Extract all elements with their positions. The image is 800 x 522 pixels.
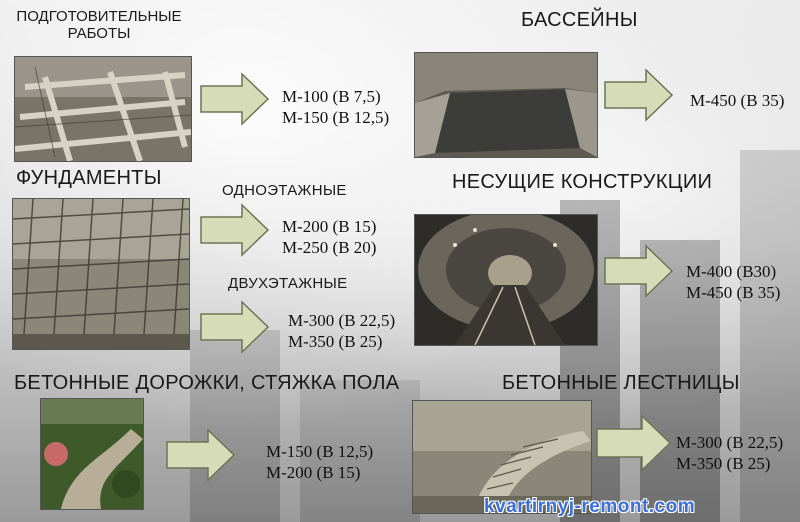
background-building [190, 330, 280, 522]
paths-title: БЕТОННЫЕ ДОРОЖКИ, СТЯЖКА ПОЛА [14, 372, 400, 394]
stairs-photo [412, 400, 592, 514]
arrow-right-icon [200, 300, 270, 354]
foundations-photo [12, 198, 190, 350]
arrow-right-icon [596, 414, 672, 472]
load-bearing-title: НЕСУЩИЕ КОНСТРУКЦИИ [452, 171, 713, 193]
arrow-right-icon [200, 203, 270, 257]
foundations-title: ФУНДАМЕНТЫ [16, 167, 162, 189]
arrow-right-icon [604, 244, 674, 298]
preparatory-photo [14, 56, 192, 162]
pools-grade: М-450 (В 35) [690, 91, 785, 110]
two-storey-title: ДВУХЭТАЖНЫЕ [228, 275, 348, 292]
preparatory-title: ПОДГОТОВИТЕЛЬНЫЕ РАБОТЫ [16, 8, 182, 42]
two-storey-grades: М-300 (В 22,5) М-350 (В 25) [288, 311, 396, 351]
arrow-right-icon [166, 428, 236, 482]
one-storey-title: ОДНОЭТАЖНЫЕ [222, 182, 347, 199]
background-building [300, 380, 420, 522]
pools-photo [414, 52, 598, 158]
background-building [740, 150, 800, 522]
load-bearing-grades: М-400 (В30) М-450 (В 35) [686, 262, 781, 302]
paths-grades: М-150 (В 12,5) М-200 (В 15) [266, 442, 374, 482]
pools-title: БАССЕЙНЫ [521, 9, 638, 31]
arrow-right-icon [200, 72, 270, 126]
stairs-grades: М-300 (В 22,5) М-350 (В 25) [676, 433, 784, 473]
preparatory-grades: М-100 (В 7,5) М-150 (В 12,5) [282, 87, 390, 127]
paths-photo [40, 398, 144, 510]
load-bearing-photo [414, 214, 598, 346]
arrow-right-icon [604, 68, 674, 122]
one-storey-grades: М-200 (В 15) М-250 (В 20) [282, 217, 377, 257]
site-watermark: kvartirnyj-remont.com [484, 496, 696, 517]
stairs-title: БЕТОННЫЕ ЛЕСТНИЦЫ [502, 372, 740, 394]
